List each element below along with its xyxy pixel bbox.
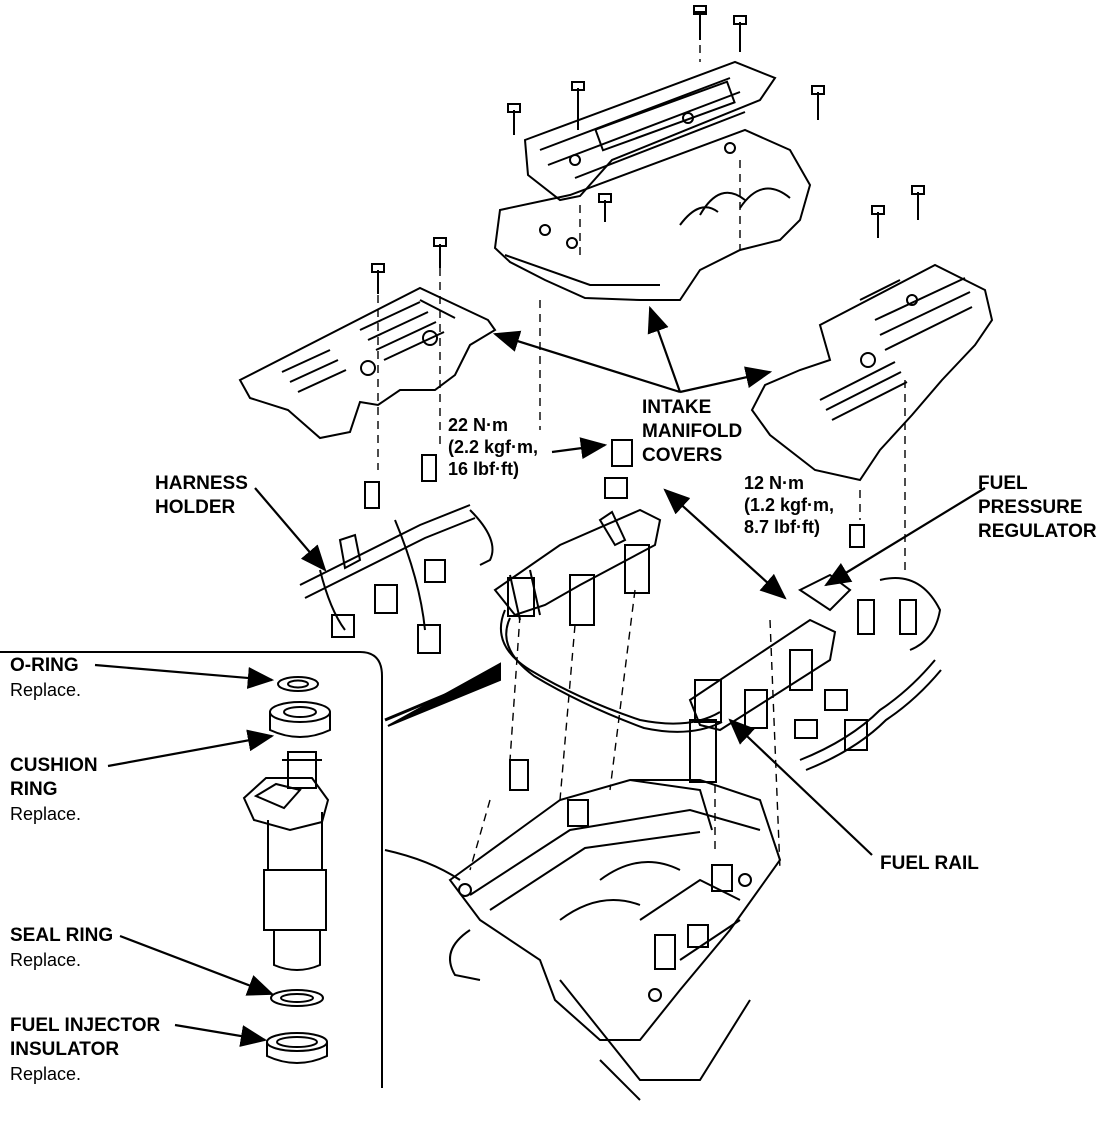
label-cushion-ring: CUSHION RING Replace. [10, 754, 98, 826]
label-fpr-line2: PRESSURE [978, 497, 1083, 518]
label-insulator-name1: FUEL INJECTOR [10, 1015, 161, 1036]
label-fuel-rail: FUEL RAIL [880, 852, 979, 876]
top-cover-plate [523, 60, 777, 202]
label-seal-note: Replace. [10, 950, 82, 970]
torque-22-line1: 22 N·m [448, 415, 509, 435]
cushion-ring [269, 701, 331, 723]
label-o-ring: O-RING Replace. [10, 654, 81, 702]
top-cover-body [493, 128, 812, 301]
torque-22-line2: (2.2 kgf·m, [448, 437, 539, 457]
fuel-hose [500, 609, 721, 725]
torque-12-line3: 8.7 lbf·ft) [744, 517, 820, 537]
label-insulator-note: Replace. [10, 1064, 82, 1084]
label-seal-name: SEAL RING [10, 925, 114, 946]
label-fuel-injector-insulator: FUEL INJECTOR INSULATOR Replace. [10, 1014, 160, 1086]
torque-12nm: 12 N·m (1.2 kgf·m, 8.7 lbf·ft) [744, 472, 834, 538]
torque-12-line1: 12 N·m [744, 473, 805, 493]
label-intake-line1: INTAKE [642, 397, 712, 418]
label-fuel-rail-text: FUEL RAIL [880, 853, 979, 874]
label-intake-line2: MANIFOLD [642, 421, 743, 442]
fuel-rail-right [688, 524, 865, 783]
label-harness-line1: HARNESS [155, 473, 248, 494]
label-fuel-pressure-regulator: FUEL PRESSURE REGULATOR [978, 472, 1097, 544]
label-insulator-name2: INSULATOR [10, 1039, 120, 1060]
label-harness-line2: HOLDER [155, 497, 236, 518]
harness-right [794, 577, 942, 771]
harness-left [299, 454, 494, 654]
o-ring [277, 676, 319, 692]
label-seal-ring: SEAL RING Replace. [10, 924, 113, 972]
leader-arrows [94, 305, 986, 1047]
label-o-ring-note: Replace. [10, 680, 82, 700]
label-fpr-line3: REGULATOR [978, 521, 1097, 542]
alignment-lines [377, 45, 906, 871]
injector-body [287, 751, 317, 789]
torque-22nm: 22 N·m (2.2 kgf·m, 16 lbf·ft) [448, 414, 538, 480]
label-harness-holder: HARNESS HOLDER [155, 472, 248, 520]
label-intake-manifold-covers: INTAKE MANIFOLD COVERS [642, 396, 742, 468]
label-cushion-note: Replace. [10, 804, 82, 824]
seal-ring [270, 989, 324, 1007]
label-fpr-line1: FUEL [978, 473, 1028, 494]
label-cushion-name2: RING [10, 779, 58, 800]
right-cover [750, 263, 994, 482]
label-cushion-name1: CUSHION [10, 755, 98, 776]
label-o-ring-name: O-RING [10, 655, 79, 676]
left-cover [238, 286, 497, 440]
torque-22-line3: 16 lbf·ft) [448, 459, 519, 479]
injector-detail [0, 651, 501, 1088]
intake-manifold [448, 759, 782, 1101]
torque-12-line2: (1.2 kgf·m, [744, 495, 835, 515]
label-intake-line3: COVERS [642, 445, 723, 466]
cover-bolts [371, 5, 925, 294]
fuel-rail-center [493, 439, 662, 626]
